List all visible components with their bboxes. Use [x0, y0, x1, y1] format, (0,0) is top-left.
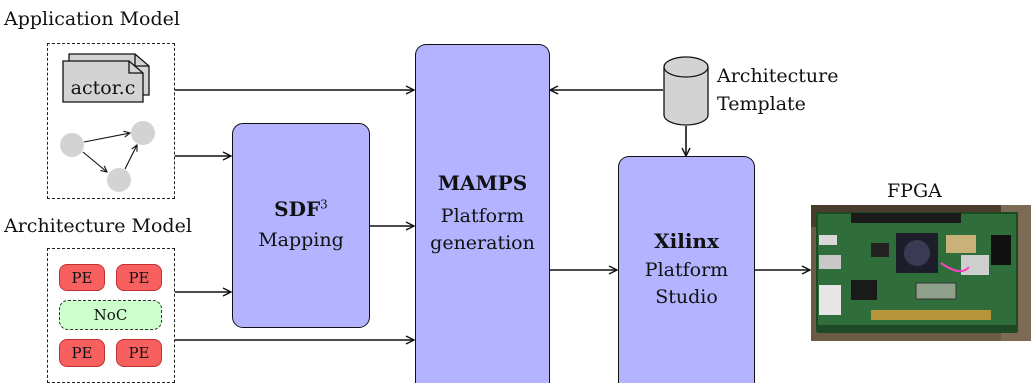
xilinx-title: Xilinx — [654, 229, 719, 253]
sdf3-mapping-block: SDF3 Mapping — [232, 123, 370, 328]
application-model-box — [47, 43, 175, 199]
xilinx-line2: Studio — [655, 286, 718, 308]
pe-block: PE — [59, 264, 105, 291]
template-line2: Template — [717, 93, 806, 115]
sdf3-subtitle: Mapping — [258, 229, 344, 251]
mamps-block: MAMPS Platform generation — [415, 44, 550, 383]
pe-block: PE — [116, 339, 162, 367]
fpga-title: FPGA — [887, 180, 942, 202]
architecture-template-label: Architecture Template — [717, 62, 838, 118]
template-line1: Architecture — [717, 65, 839, 87]
actor-file-label: actor.c — [70, 77, 136, 99]
task-graph-icon — [60, 121, 155, 192]
mamps-title: MAMPS — [437, 171, 528, 195]
file-stack-icon — [62, 53, 150, 103]
mamps-line2: generation — [430, 232, 535, 254]
pe-block: PE — [59, 339, 105, 367]
xilinx-platform-studio-block: Xilinx Platform Studio — [618, 156, 755, 383]
graph-node-1 — [60, 133, 84, 157]
mamps-line1: Platform — [440, 205, 525, 227]
graph-node-3 — [107, 168, 131, 192]
noc-block: NoC — [59, 300, 162, 330]
architecture-model-title: Architecture Model — [4, 215, 192, 237]
sdf3-title: SDF3 — [274, 197, 328, 221]
graph-node-2 — [131, 121, 155, 145]
fpga-board-photo — [811, 205, 1031, 341]
application-model-title: Application Model — [4, 8, 180, 30]
database-cylinder-icon — [663, 56, 709, 126]
xilinx-line1: Platform — [644, 259, 729, 281]
pe-block: PE — [116, 264, 162, 291]
